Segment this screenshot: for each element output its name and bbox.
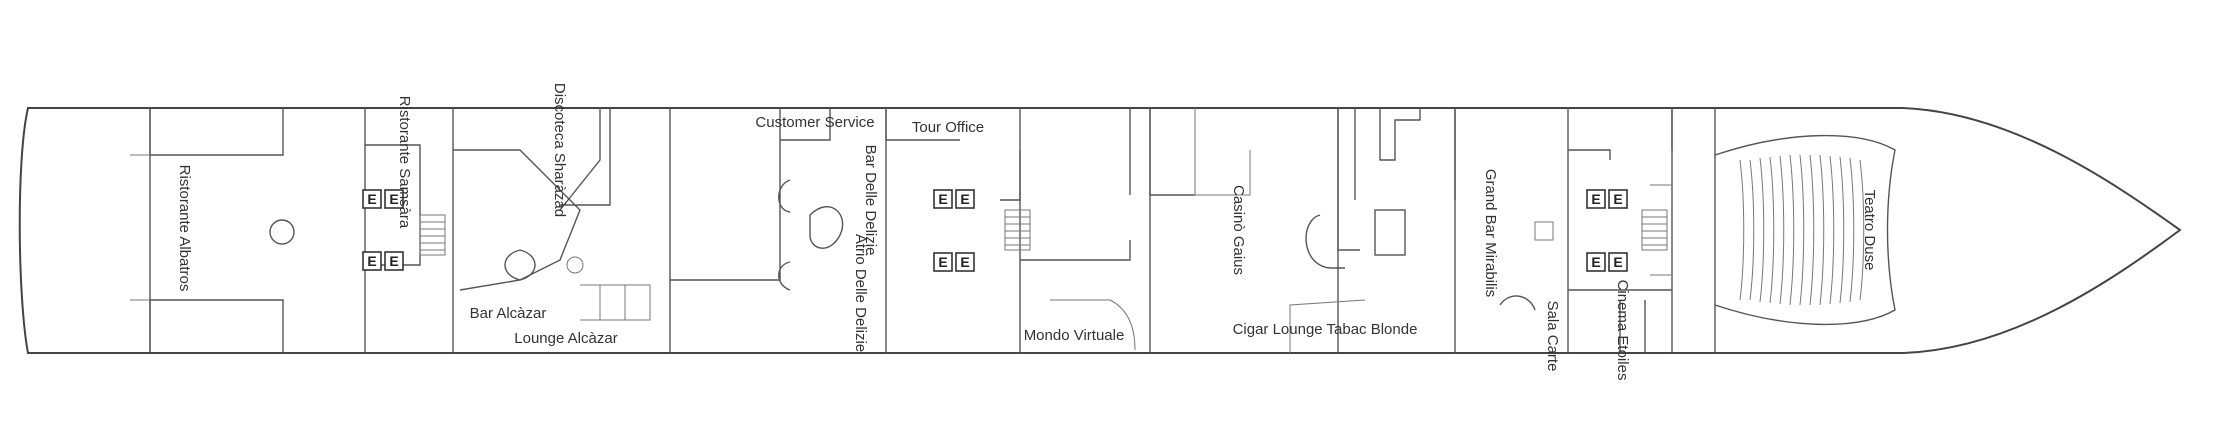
label-bar-delle-delizie: Bar Delle Delizie: [862, 145, 879, 256]
stair-delizie: [1004, 209, 1031, 251]
elevator-icon: E: [384, 251, 404, 271]
venue-labels: Ristorante Albatros Ristorante Samsàra D…: [176, 83, 1878, 381]
svg-text:E: E: [960, 191, 969, 207]
elevator-icon: E: [933, 189, 953, 209]
label-casino-gaius: Casinò Gaius: [1230, 185, 1247, 275]
interior-walls: [130, 108, 1673, 353]
elevator-icon: E: [955, 189, 975, 209]
label-bar-alcazar: Bar Alcàzar: [470, 305, 547, 322]
elevator-icon: E: [1586, 189, 1606, 209]
label-customer-service: Customer Service: [755, 114, 874, 131]
label-teatro-duse: Teatro Duse: [1861, 190, 1878, 271]
stair-mirabilis: [1641, 209, 1668, 251]
elevator-icon: E: [362, 189, 382, 209]
spiral-features: [269, 179, 1536, 311]
label-discoteca-sharazad: Discoteca Sharàzàd: [551, 83, 568, 217]
label-mondo-virtuale: Mondo Virtuale: [1024, 327, 1125, 344]
elevator-icon: E: [362, 251, 382, 271]
svg-text:E: E: [367, 191, 376, 207]
elevator-icon: E: [1608, 252, 1628, 272]
svg-text:E: E: [1591, 254, 1600, 270]
theatre-seating: [1714, 134, 1896, 326]
svg-text:E: E: [960, 254, 969, 270]
label-atrio-delle-delizie: Atrio Delle Delizie: [852, 234, 869, 352]
elevator-icon: E: [1608, 189, 1628, 209]
label-lounge-alcazar: Lounge Alcàzar: [514, 330, 617, 347]
svg-text:E: E: [1613, 191, 1622, 207]
elevators: E E E E E E E E E E E E: [362, 189, 1628, 272]
hull-outline: [18, 107, 2182, 354]
svg-text:E: E: [938, 191, 947, 207]
label-ristorante-samsara: Ristorante Samsàra: [396, 96, 413, 229]
svg-text:E: E: [938, 254, 947, 270]
label-cinema-etoiles: Cinema Etoiles: [1614, 280, 1631, 381]
elevator-icon: E: [933, 252, 953, 272]
svg-text:E: E: [389, 253, 398, 269]
elevator-icon: E: [1586, 252, 1606, 272]
label-ristorante-albatros: Ristorante Albatros: [176, 165, 193, 292]
label-cigar-lounge: Cigar Lounge Tabac Blonde: [1233, 321, 1418, 338]
label-grand-bar-mirabilis: Grand Bar Mirabilis: [1482, 169, 1499, 297]
svg-text:E: E: [1613, 254, 1622, 270]
label-tour-office: Tour Office: [912, 119, 984, 136]
stairs: [419, 209, 1668, 256]
elevator-icon: E: [384, 189, 404, 209]
svg-text:E: E: [367, 253, 376, 269]
label-sala-carte: Sala Carte: [1544, 301, 1561, 372]
svg-text:E: E: [389, 191, 398, 207]
elevator-icon: E: [955, 252, 975, 272]
svg-text:E: E: [1591, 191, 1600, 207]
stair-albatros-samsara: [419, 214, 446, 256]
